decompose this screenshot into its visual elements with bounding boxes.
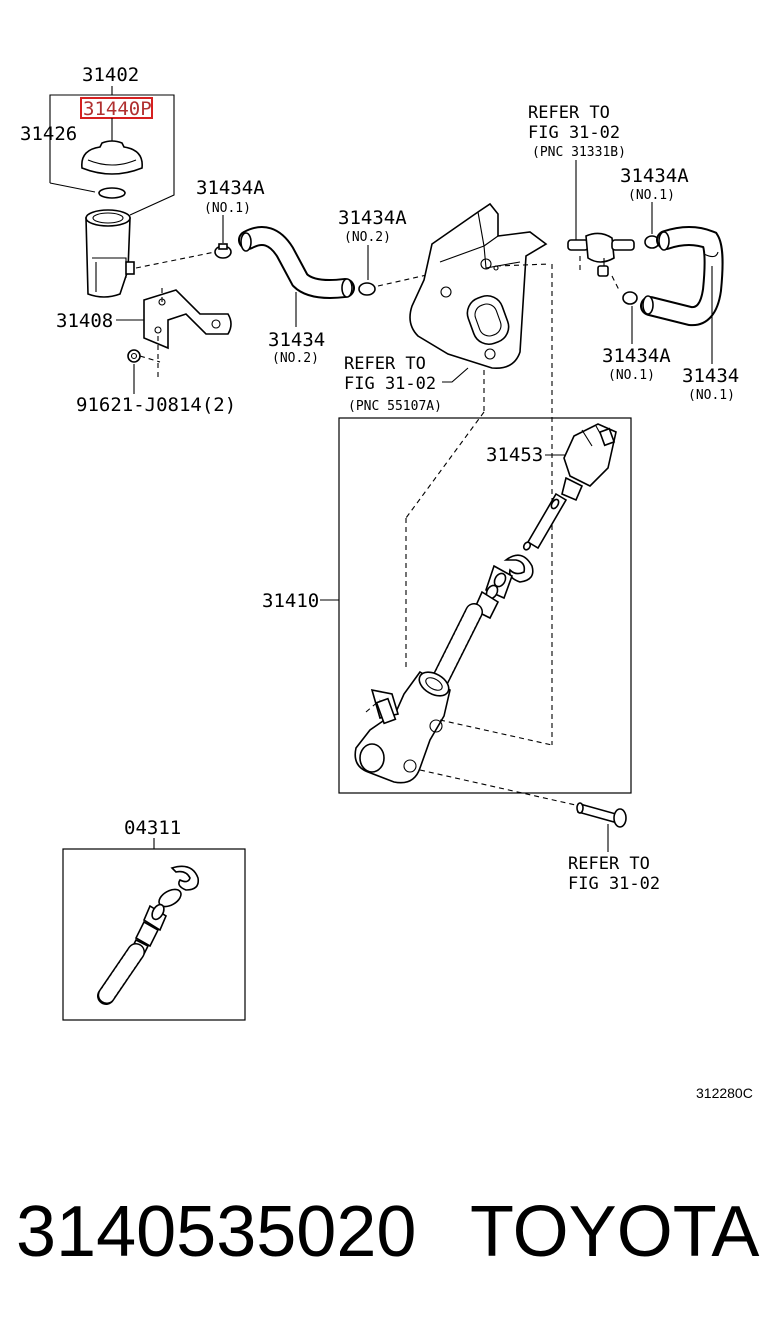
bracket-part bbox=[143, 289, 232, 350]
bolt-part bbox=[127, 349, 161, 363]
footer-part-number: 3140535020 bbox=[16, 1192, 416, 1272]
label-refer-fig-31-02-b-line1[interactable]: REFER TO bbox=[528, 103, 610, 123]
reservoir-cap-part bbox=[81, 140, 143, 175]
pedal-bracket-part bbox=[409, 202, 548, 369]
label-31434-no2[interactable]: 31434 bbox=[268, 329, 325, 351]
snap-ring-part bbox=[170, 865, 200, 891]
hose-no2-group: 31434 (NO.2) bbox=[238, 226, 355, 366]
footer-brand: TOYOTA bbox=[470, 1192, 759, 1272]
label-04311[interactable]: 04311 bbox=[124, 817, 181, 839]
clamp-part bbox=[358, 282, 376, 296]
pedal-bracket-group: REFER TO FIG 31-02 (PNC 55107A) bbox=[344, 202, 551, 519]
master-cylinder-box bbox=[338, 417, 632, 794]
push-rod-part bbox=[522, 492, 568, 551]
reservoir-body-part bbox=[85, 209, 135, 298]
bracket-group: 31408 91621-J0814(2) bbox=[56, 288, 236, 416]
clamp-no1-left-group: 31434A (NO.1) bbox=[196, 177, 265, 259]
label-31408[interactable]: 31408 bbox=[56, 310, 113, 332]
label-refer-fig-31-02-b-line2[interactable]: FIG 31-02 bbox=[528, 123, 620, 143]
label-31453[interactable]: 31453 bbox=[486, 444, 543, 466]
label-31402[interactable]: 31402 bbox=[82, 64, 139, 86]
clamp-part bbox=[214, 243, 232, 259]
mount-bolt-part bbox=[576, 802, 627, 828]
label-refer-fig-31-02-c-line1[interactable]: REFER TO bbox=[568, 854, 650, 874]
label-refer-fig-31-02-a-line2[interactable]: FIG 31-02 bbox=[344, 374, 436, 394]
hose-no1-group: 31434A (NO.1) 31434A (NO.1) 31434 (NO.1) bbox=[602, 165, 739, 403]
refer-31331b-group: REFER TO FIG 31-02 (PNC 31331B) bbox=[528, 103, 635, 745]
reservoir-group: 31402 31440P 31426 bbox=[20, 64, 216, 298]
master-cylinder-group: 31410 31453 bbox=[262, 417, 632, 807]
mount-bolt-group: REFER TO FIG 31-02 bbox=[568, 802, 660, 894]
label-31434a-no1-top[interactable]: 31434A bbox=[620, 165, 689, 187]
label-bolt-91621[interactable]: 91621-J0814(2) bbox=[76, 394, 236, 416]
label-31434-no2-sub[interactable]: (NO.2) bbox=[272, 351, 319, 366]
label-31434a-no1-left[interactable]: 31434A bbox=[196, 177, 265, 199]
label-31434a-no1-bottom[interactable]: 31434A bbox=[602, 345, 671, 367]
tee-fitting-part bbox=[567, 232, 635, 277]
label-31434-no1[interactable]: 31434 bbox=[682, 365, 739, 387]
label-31434a-no2-sub[interactable]: (NO.2) bbox=[344, 230, 391, 245]
label-31434-no1-sub[interactable]: (NO.1) bbox=[688, 388, 735, 403]
label-refer-fig-31-02-a-pnc[interactable]: (PNC 55107A) bbox=[348, 399, 442, 414]
label-refer-fig-31-02-b-pnc[interactable]: (PNC 31331B) bbox=[532, 145, 626, 160]
label-31440p[interactable]: 31440P bbox=[83, 98, 152, 120]
clamp-no2-group: 31434A (NO.2) bbox=[338, 207, 441, 296]
label-refer-fig-31-02-c-line2[interactable]: FIG 31-02 bbox=[568, 874, 660, 894]
label-refer-fig-31-02-a-line1[interactable]: REFER TO bbox=[344, 354, 426, 374]
cylinder-body-part bbox=[354, 670, 451, 784]
label-31410[interactable]: 31410 bbox=[262, 590, 319, 612]
label-31434a-no2[interactable]: 31434A bbox=[338, 207, 407, 229]
clevis-part bbox=[561, 423, 617, 502]
reservoir-gasket-part bbox=[98, 187, 126, 199]
label-31434a-no1-left-sub[interactable]: (NO.1) bbox=[204, 201, 251, 216]
repair-kit-group: 04311 bbox=[62, 817, 246, 1021]
figure-code: 312280C bbox=[696, 1085, 753, 1101]
spring-part bbox=[431, 603, 483, 689]
highlight-box-31440p bbox=[80, 97, 153, 119]
kit-spring-part bbox=[97, 943, 145, 1005]
clamp-part bbox=[622, 291, 638, 305]
label-31434a-no1-bottom-sub[interactable]: (NO.1) bbox=[608, 368, 655, 383]
label-31434a-no1-top-sub[interactable]: (NO.1) bbox=[628, 188, 675, 203]
label-31426[interactable]: 31426 bbox=[20, 123, 77, 145]
repair-kit-box bbox=[62, 848, 246, 1021]
